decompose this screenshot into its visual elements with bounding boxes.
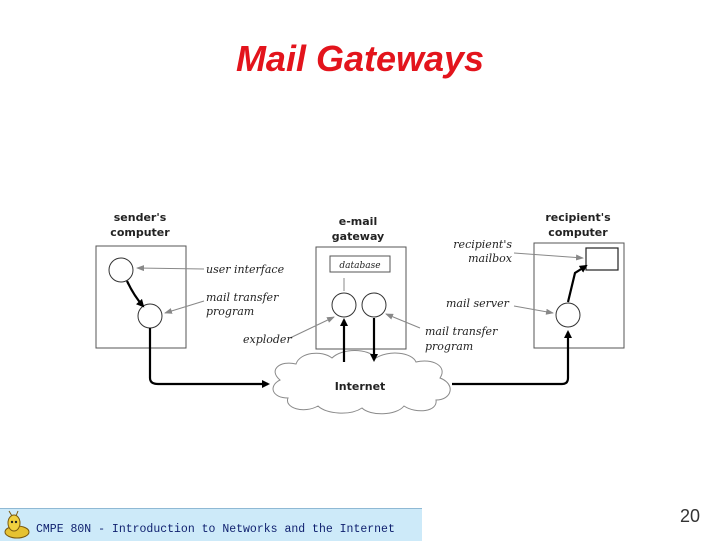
internet-cloud: Internet	[272, 350, 451, 415]
sender-computer: sender's computer	[95, 211, 187, 349]
slide-title: Mail Gateways	[235, 38, 485, 79]
database-label: database	[339, 261, 380, 271]
gateway-label-line2: gateway	[332, 230, 384, 243]
mail-server-label: mail server	[446, 297, 510, 310]
mailbox-label-line2: mailbox	[468, 252, 513, 265]
user-interface-label: user interface	[206, 263, 285, 276]
user-interface-pointer	[136, 265, 205, 272]
left-mta-label-line2: program	[206, 305, 254, 318]
ui-to-mta-arrow	[126, 280, 145, 308]
mail-server-pointer	[513, 305, 554, 315]
page-number: 20	[679, 506, 700, 526]
exploder-pointer	[289, 316, 335, 339]
left-mta-label-line1: mail transfer	[206, 291, 279, 304]
right-mta-label-line2: program	[425, 340, 473, 353]
sender-mail-transfer-process	[137, 303, 163, 329]
mailbox-label-line1: recipient's	[453, 238, 512, 251]
recipient-label-line1: recipient's	[545, 211, 611, 224]
gateway-mail-transfer-process	[361, 292, 387, 318]
left-mta-pointer	[164, 300, 205, 314]
user-interface-process	[108, 257, 134, 283]
exploder-process	[331, 292, 357, 318]
footer-course-text: CMPE 80N - Introduction to Networks and …	[36, 523, 395, 536]
recipient-mailbox	[585, 247, 619, 271]
sender-computer-box	[95, 245, 187, 349]
right-mta-pointer	[385, 313, 421, 329]
gateway-label-line1: e-mail	[339, 215, 377, 228]
internet-cloud-shape	[272, 350, 451, 415]
email-gateway: e-mail gateway database	[315, 215, 407, 350]
sender-to-internet-path	[148, 328, 270, 388]
recipient-computer: recipient's computer	[533, 211, 625, 349]
sender-label-line1: sender's	[114, 211, 167, 224]
database-box	[329, 255, 391, 273]
mail-server-process	[555, 302, 581, 328]
exploder-label: exploder	[243, 333, 292, 346]
right-mta-label-line1: mail transfer	[425, 325, 498, 338]
sender-label-line2: computer	[110, 226, 170, 239]
slug-logo-icon	[4, 510, 30, 539]
internet-to-recipient-path	[452, 330, 572, 386]
server-to-mailbox-arrow	[566, 264, 588, 303]
internet-label: Internet	[335, 380, 386, 393]
footer-bar: CMPE 80N - Introduction to Networks and …	[0, 508, 422, 541]
mailbox-pointer	[513, 252, 584, 261]
recipient-label-line2: computer	[548, 226, 608, 239]
